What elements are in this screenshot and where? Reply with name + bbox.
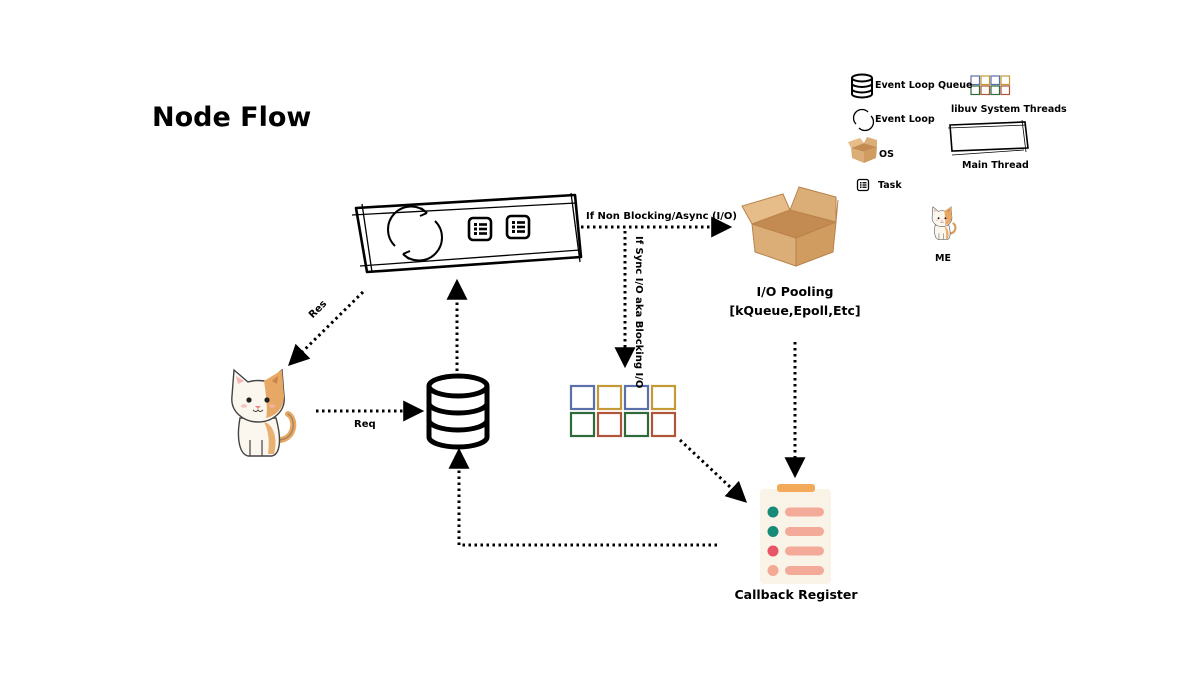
thread-cell: [623, 384, 650, 411]
label-callback-register: Callback Register: [734, 587, 858, 602]
thread-cell: [596, 384, 623, 411]
thread-cell: [569, 384, 596, 411]
cat-client-icon: [232, 370, 293, 456]
thread-cell: [596, 411, 623, 438]
callback-bar: [785, 527, 824, 536]
thread-cell: [1000, 85, 1011, 96]
label-req: Req: [354, 419, 376, 430]
callback-register-icon: [760, 484, 831, 584]
legend-libuv-threads-icon: [970, 75, 1011, 96]
thread-cell: [650, 411, 677, 438]
page-title: Node Flow: [152, 102, 312, 133]
callback-bar: [785, 546, 824, 556]
thread-cell: [623, 411, 650, 438]
thread-cell: [569, 411, 596, 438]
arrow-res: [288, 290, 365, 366]
callback-bar: [785, 507, 824, 517]
legend-label-main-thread: Main Thread: [962, 160, 1029, 171]
callback-dot: [767, 506, 779, 518]
legend-label-libuv-threads: libuv System Threads: [951, 104, 1067, 115]
thread-cell: [970, 85, 981, 96]
legend-me-icon: [930, 205, 957, 241]
legend: [848, 73, 1029, 241]
thread-cell: [990, 85, 1001, 96]
label-sync-blocking: If Sync I/O aka Blocking I/O: [633, 236, 644, 389]
event-loop-queue-icon: [426, 373, 490, 450]
thread-cell: [1000, 75, 1011, 86]
thread-cell: [990, 75, 1001, 86]
libuv-thread-pool: [569, 384, 677, 438]
legend-label-event-loop: Event Loop: [875, 114, 935, 125]
thread-cell: [970, 75, 981, 86]
event-loop-icon: [387, 205, 443, 262]
thread-cell: [980, 75, 991, 86]
legend-event-loop-icon: [852, 108, 875, 132]
legend-label-event-loop-queue: Event Loop Queue: [875, 80, 973, 91]
legend-event-loop-queue-icon: [851, 73, 873, 99]
label-non-blocking: If Non Blocking/Async (I/O): [586, 211, 738, 222]
task-icon: [505, 214, 531, 240]
label-io-pooling-mechanisms: [kQueue,Epoll,Etc]: [729, 303, 861, 318]
callback-dot: [767, 526, 779, 537]
label-io-pooling: I/O Pooling: [756, 284, 834, 299]
legend-main-thread-icon: [947, 119, 1029, 156]
thread-cell: [980, 85, 991, 96]
legend-label-me: ME: [935, 253, 951, 264]
arrow-threads-to-callback: [678, 438, 748, 503]
legend-label-task: Task: [878, 180, 902, 191]
thread-cell: [650, 384, 677, 411]
flow-arrows: [288, 216, 806, 547]
legend-label-os: OS: [879, 149, 894, 160]
legend-os-icon: [848, 137, 877, 163]
callback-dot: [767, 545, 779, 557]
callback-bar: [785, 566, 824, 575]
os-box-icon: [741, 186, 839, 267]
legend-task-icon: [856, 178, 870, 192]
main-thread-box: [351, 192, 583, 274]
arrow-callback-to-queue: [448, 447, 717, 547]
callback-dot: [767, 565, 779, 576]
task-icon: [467, 216, 493, 242]
